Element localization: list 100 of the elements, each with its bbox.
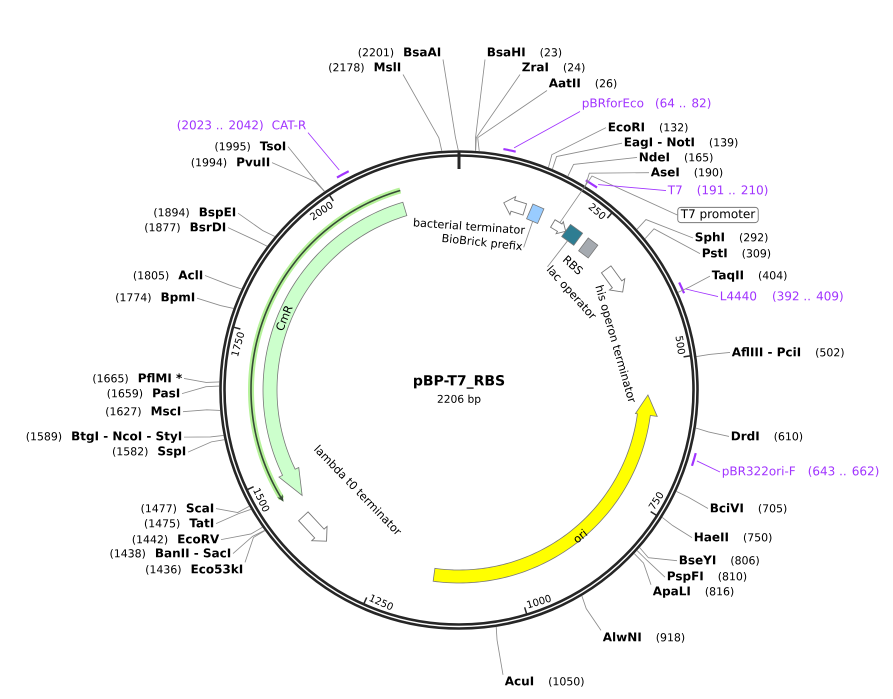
- site-label: PstI (309): [702, 248, 770, 259]
- site-label: (1589) BtgI - NcoI - StyI: [26, 431, 182, 443]
- site-label: EcoRI (132): [608, 122, 688, 133]
- leader-line: [228, 227, 268, 247]
- site-label: NdeI (165): [640, 152, 712, 163]
- leader-line: [636, 550, 666, 578]
- leader-line: [220, 526, 263, 540]
- primer-label: T7 (191 .. 210): [668, 185, 768, 196]
- site-label: BciVI (705): [710, 503, 786, 514]
- site-label: (1582) SspI: [113, 446, 186, 458]
- site-label: SphI (292): [696, 232, 768, 244]
- label-box: T7 promoter: [677, 206, 759, 224]
- leader-line: [696, 460, 720, 472]
- leader-line: [636, 219, 694, 238]
- leader-line: [238, 212, 276, 237]
- site-label: AlwNI (918): [602, 632, 684, 643]
- site-label: (1894) BspEI: [154, 208, 236, 219]
- site-label: AseI (190): [650, 168, 722, 178]
- leader-line: [288, 146, 326, 192]
- site-label: (1877) BsrDI: [145, 222, 226, 233]
- leader-line: [188, 439, 225, 453]
- site-label: (1994) PvuII: [192, 158, 270, 168]
- site-label: (1436) Eco53kI: [146, 564, 242, 575]
- site-label: TaqII (404): [712, 270, 786, 282]
- site-label: AatII (26): [548, 78, 616, 89]
- tick-label: 1000: [526, 594, 551, 608]
- primer-label: pBR322ori-F (643 .. 662): [722, 466, 878, 478]
- site-label: (1438) BanII - SacI: [110, 548, 230, 559]
- site-label: (1442) EcoRV: [132, 534, 220, 545]
- feature-label: BioBrick prefix: [442, 234, 522, 250]
- leader-line: [639, 547, 678, 562]
- leader-line: [475, 59, 486, 152]
- primer-mark: [585, 179, 598, 188]
- leader-line: [684, 288, 718, 297]
- primer-mark: [503, 148, 516, 153]
- site-label: PspFI (810): [668, 572, 746, 583]
- site-label: ZraI (24): [522, 62, 584, 73]
- leader-line: [598, 184, 666, 191]
- leader-line: [547, 240, 568, 268]
- leader-line: [584, 172, 650, 187]
- site-label: (1995) TsoI: [215, 142, 286, 152]
- leader-line: [244, 530, 266, 563]
- leader-line: [552, 142, 622, 170]
- leader-line: [662, 516, 692, 538]
- leader-line: [696, 352, 730, 357]
- leader-line: [523, 220, 534, 248]
- leader-line: [184, 435, 224, 438]
- tick-label: 250: [588, 203, 606, 219]
- tick-label: 500: [676, 336, 686, 354]
- primer-mark: [336, 170, 350, 178]
- site-label: (1774) BpmI: [116, 292, 194, 304]
- site-label: (2178) MslI: [329, 62, 400, 73]
- leader-line: [216, 508, 252, 524]
- leader-line: [442, 59, 459, 151]
- leader-line: [496, 626, 504, 676]
- leader-line: [204, 275, 242, 290]
- leader-line: [216, 506, 250, 513]
- primer-label: pBRforEco (64 .. 82): [582, 98, 710, 110]
- site-label: BsaHI (23): [488, 48, 562, 58]
- primer-mark: [690, 452, 697, 466]
- leader-line: [581, 595, 602, 631]
- leader-line: [232, 530, 266, 554]
- leader-line: [676, 490, 708, 509]
- tick-label: 1750: [231, 332, 244, 356]
- leader-line: [182, 386, 220, 394]
- leader-line: [634, 553, 652, 586]
- site-label: ApaLI (816): [652, 586, 734, 598]
- leader-line: [695, 428, 730, 437]
- leader-line: [644, 228, 700, 254]
- leader-line: [678, 276, 710, 293]
- site-label: (1475) TatI: [144, 518, 214, 529]
- primer-mark: [678, 282, 686, 294]
- site-label: (2201) BsaAI: [358, 48, 440, 58]
- leader-line: [559, 175, 678, 224]
- site-label: (1805) AclI: [134, 270, 202, 281]
- leader-line: [567, 157, 638, 177]
- site-label: (1665) PflMI *: [93, 373, 182, 384]
- feature-label: bacterial terminator: [414, 218, 526, 234]
- leader-line: [272, 162, 325, 192]
- site-label: AcuI (1050): [504, 676, 584, 687]
- site-label: (1477) ScaI: [142, 503, 214, 514]
- site-label: HaeII (750): [694, 532, 772, 543]
- primer-label: (2023 .. 2042) CAT-R: [178, 120, 306, 131]
- site-label: BseYI (806): [680, 556, 759, 566]
- site-label: (1659) PasI: [108, 388, 180, 399]
- tick-label: 1250: [369, 594, 393, 610]
- site-label: EagI - NotI (139): [624, 138, 738, 149]
- leader-line: [196, 298, 234, 309]
- site-label: (1627) MscI: [106, 406, 180, 417]
- leader-line: [475, 74, 520, 152]
- primer-label: L4440 (392 .. 409): [720, 291, 843, 302]
- leader-line: [477, 90, 548, 152]
- site-label: AflIII - PciI (502): [732, 347, 844, 358]
- leader-line: [184, 378, 220, 383]
- leader-line: [548, 127, 606, 168]
- leader-line: [402, 74, 442, 152]
- promoter-feature: [550, 219, 566, 234]
- leader-line: [182, 409, 221, 412]
- site-label: DrdI (610): [732, 431, 802, 442]
- leader-line: [514, 111, 580, 148]
